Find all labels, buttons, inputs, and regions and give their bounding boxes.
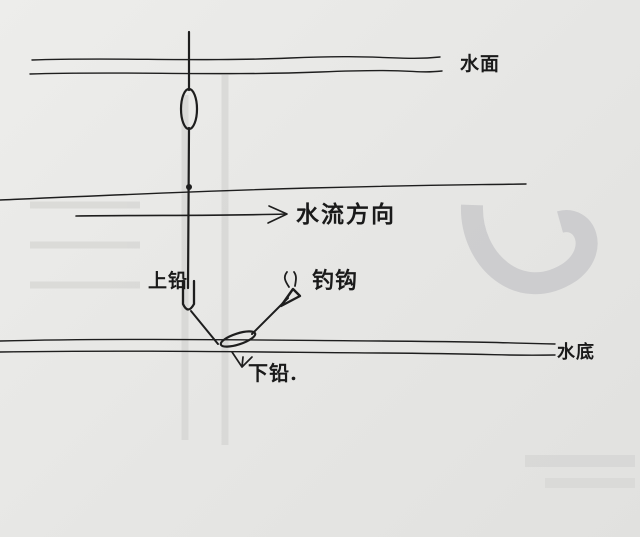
flow-direction-label: 水流方向: [296, 201, 396, 228]
lower-sinker-label: 下铅.: [248, 361, 298, 385]
water-surface-line: [29, 56, 443, 75]
lower-sinker-pointer-arrow: [231, 351, 253, 368]
flow-arrow: [75, 205, 288, 224]
hook-label: 钓钩: [312, 268, 359, 294]
water-depth-line: [0, 183, 527, 201]
upper-sinker-label: 上铅: [148, 270, 189, 292]
water-bottom-line: [0, 338, 556, 356]
main-fishing-line: [186, 30, 191, 290]
stopper-bead-icon: [186, 184, 192, 190]
float-icon: [179, 87, 199, 131]
upper-sinker-icon: [181, 279, 196, 311]
lower-sinker-icon: [219, 330, 257, 348]
fish-hook-icon: [279, 271, 302, 308]
water-surface-label: 水面: [460, 53, 501, 75]
water-bottom-label: 水底: [557, 342, 595, 363]
leader-line: [190, 310, 219, 345]
